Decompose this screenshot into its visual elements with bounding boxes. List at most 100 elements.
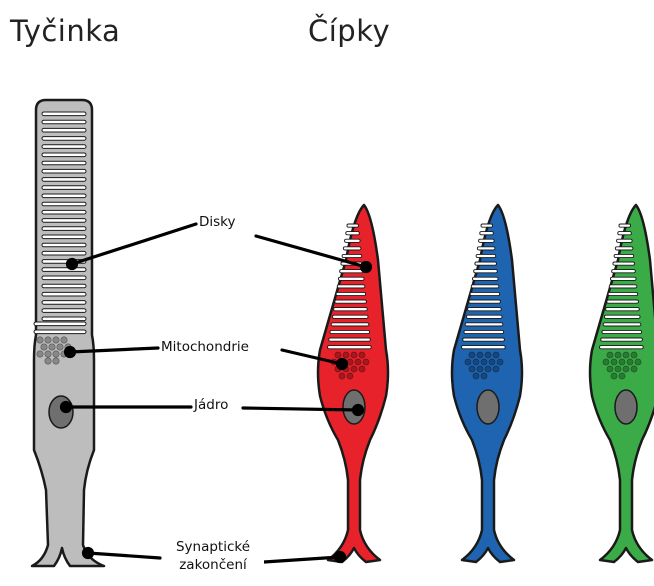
rod-disk [42,243,86,247]
cone-disk [474,270,498,273]
cone-disk [603,323,641,326]
rod-disk [42,169,86,173]
cone-disk [615,247,633,250]
rod-disk [42,219,86,223]
cone-cell-green [590,205,654,562]
leader-dot [336,553,345,562]
mitochondrion [477,352,483,358]
rod-disk [42,317,86,321]
rod-disk [42,235,86,239]
cone-disk [347,224,359,227]
mitochondrion [45,351,51,357]
mitochondrion [493,366,499,372]
cone-nucleus [477,390,499,424]
leader-syn-rod [88,553,160,558]
cone-nucleus [615,390,637,424]
cone-disk [340,270,364,273]
rod-disk [42,120,86,124]
cone-disk [470,292,500,295]
cone-disk [610,277,636,280]
rod-disk [42,292,86,296]
mitochondrion [619,359,625,365]
mitochondrion [347,373,353,379]
cone-cell-blue [452,205,522,562]
mitochondrion [473,359,479,365]
cone-disk [462,346,506,349]
cone-disk [332,315,368,318]
mitochondrion [623,366,629,372]
leader-jadro-cone [243,408,358,410]
rod-disk [42,186,86,190]
cone-disk [481,224,493,227]
mitochondrion [351,352,357,358]
cone-disk [346,232,360,235]
cone-body [452,205,522,562]
rod-title: Tyčinka [10,14,120,48]
cone-disk [465,323,503,326]
rod-disk [42,112,86,116]
leader-dot [84,549,93,558]
cone-disk [476,254,496,257]
label-synaptic-terminal: Synaptické zakončení [162,538,264,574]
cone-disk [336,292,366,295]
label-disks: Disky [198,214,237,230]
mitochondrion [53,337,59,343]
cone-disk [330,330,370,333]
mitochondrion [611,359,617,365]
mitochondrion [45,358,51,364]
cone-disk [601,338,643,341]
label-mitochondria: Mitochondrie [160,339,250,355]
label-nucleus: Jádro [193,397,229,413]
mitochondrion [607,352,613,358]
rod-disk [42,251,86,255]
cone-disk [477,247,495,250]
mitochondrion [355,359,361,365]
mitochondrion [493,352,499,358]
cone-disk [608,292,638,295]
rod-disk [42,309,86,313]
cone-disk [602,330,642,333]
mitochondrion [615,366,621,372]
rod-disk [42,194,86,198]
cone-disk [614,254,634,257]
mitochondrion [61,337,67,343]
cone-disk [466,315,502,318]
rod-cell [32,100,104,566]
mitochondrion [363,359,369,365]
mitochondrion [485,352,491,358]
mitochondrion [631,352,637,358]
cones-title: Čípky [308,14,390,48]
rod-disk [34,330,86,334]
rod-disk [42,145,86,149]
cone-disk [463,338,505,341]
mitochondrion [611,373,617,379]
cone-disk [329,338,371,341]
mitochondrion [481,373,487,379]
cone-disk [619,224,631,227]
cone-disk [618,232,632,235]
rod-disk [42,161,86,165]
rod-disk [42,268,86,272]
cone-disk [328,346,372,349]
mitochondrion [469,366,475,372]
leader-dot [338,360,347,369]
cone-disk [600,346,644,349]
mitochondrion [49,344,55,350]
mitochondrion [469,352,475,358]
rod-disk [42,284,86,288]
mitochondrion [485,366,491,372]
mitochondrion [53,351,59,357]
cone-disk [468,308,502,311]
rod-disk [42,178,86,182]
cone-disk [612,270,636,273]
mitochondrion [623,352,629,358]
rod-disk [42,202,86,206]
leader-dot [66,348,75,357]
mitochondrion [497,359,503,365]
mitochondrion [477,366,483,372]
cone-disk [335,300,367,303]
rod-disk [42,276,86,280]
mitochondrion [351,366,357,372]
mitochondrion [615,352,621,358]
